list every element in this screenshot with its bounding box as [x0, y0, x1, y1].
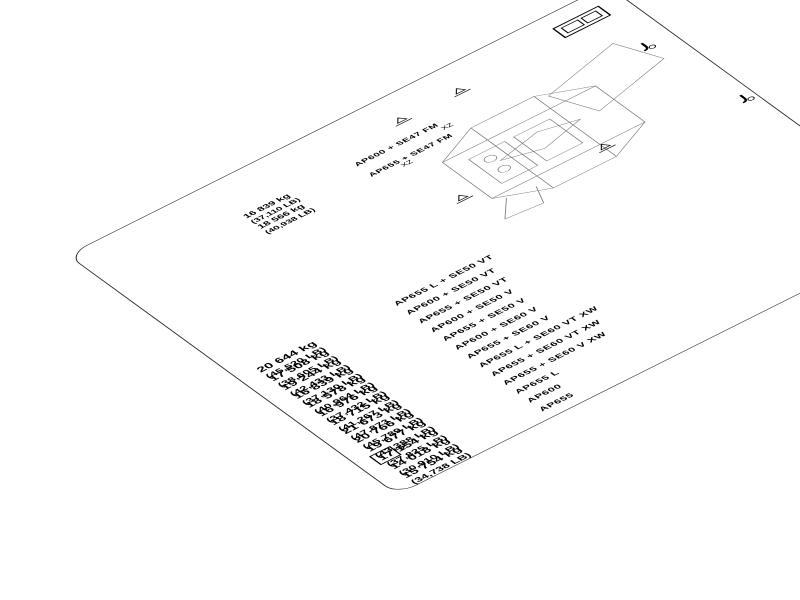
lift-point-icon: [599, 144, 616, 154]
weight-row: 20 644 kg(45,520 LB)AP655 L + SE50 VT: [254, 254, 496, 380]
weight-row: 17 508 kg(38,605 LB)AP600 + SE50 VT: [266, 267, 499, 388]
top-weight-row: 18 566 kg(40,938 LB)AP655 + SE47 FM: [256, 133, 455, 236]
weight-row: 15 754 kg(34,738 LB)AP655: [399, 392, 576, 486]
top-weight-row: 16 839 kg(37,110 LB)AP600 + SE47 FM: [241, 122, 440, 225]
vehicle-icon: [552, 5, 612, 39]
weight-row: 20 766 kg(45,789 LB)AP655 + SE60 VT XW: [350, 319, 603, 450]
weight-row: 18 715 kg(41,267 LB)AP655 + SE60 V: [326, 315, 552, 433]
weight-box-icon: [368, 445, 406, 466]
crane-hook-icon: [739, 94, 755, 104]
weight-row: 21 673 kg(47,873 LB)AP655 L + SE60 VT XW: [338, 305, 600, 441]
crane-hook-icon: [640, 42, 657, 52]
paver-machine-drawing: [441, 43, 665, 220]
weight-row: 16 976 kg(37,432 LB)AP600 + SE60 V: [314, 306, 540, 424]
lift-point-icon: [395, 117, 413, 127]
lift-point-icon: [454, 88, 471, 98]
weight-row: 14 018 kg(30,910 LB)AP600: [387, 383, 564, 477]
weight-row: 19 244 kg(42,433 LB)AP655 + SE50 VT: [278, 276, 511, 397]
weight-row: 16 839 kg(37,130 LB)AP600 + SE50 V: [290, 288, 516, 406]
lift-point-icon: [456, 195, 474, 205]
weight-row: 18 578 kg(40,964 LB)AP655 + SE50 V: [302, 297, 528, 415]
